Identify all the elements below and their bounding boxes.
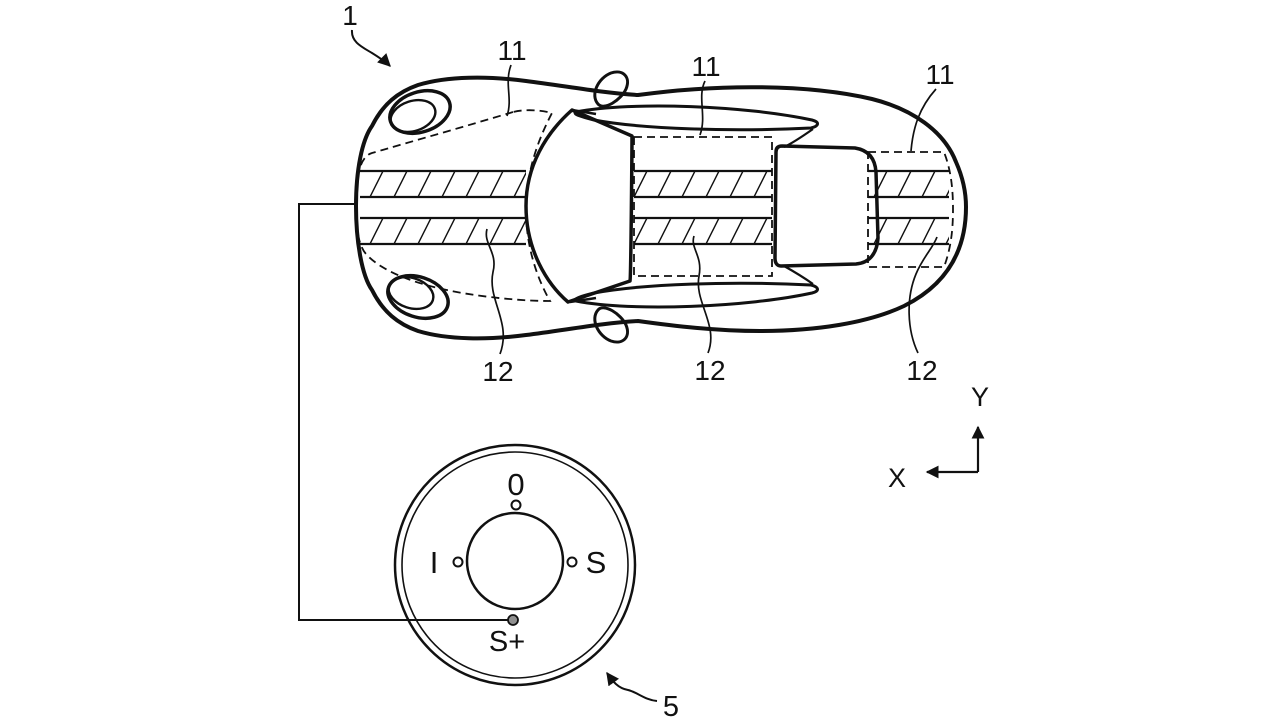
ref-leader-stripe-middle (692, 235, 712, 354)
stripe-rear-top (868, 171, 949, 197)
quarter-line-bottom (783, 265, 814, 285)
dial-dot-position-0 (510, 499, 522, 511)
axis-label-y: Y (971, 382, 989, 412)
stripe-borders (360, 169, 949, 246)
dial-dot-position-splus-active (507, 614, 519, 626)
ref-arrow-rotary-switch (606, 671, 658, 702)
dial-dot-position-i (452, 556, 464, 568)
dial-position-label-0: 0 (507, 467, 524, 502)
headlight-front-left (388, 88, 452, 136)
light-strip-region-rear-dashed (867, 151, 954, 268)
coordinate-axes: X Y (888, 382, 989, 493)
ref-leader-region-middle (699, 80, 706, 136)
stripe-rear-bottom (868, 218, 949, 244)
ref-leader-stripe-front (485, 228, 505, 355)
ref-label-region-front: 11 (497, 35, 526, 66)
ref-leader-region-rear (910, 88, 937, 152)
windshield (524, 108, 634, 304)
ref-label-stripe-front: 12 (482, 356, 513, 387)
reference-annotations: 1 11 11 11 12 12 12 5 (342, 0, 954, 720)
dial-inner-ring (401, 451, 629, 679)
side-window-top (573, 104, 819, 132)
light-strip-region-middle-dashed (633, 136, 773, 277)
headlight-front-right (386, 273, 450, 321)
side-mirror-bottom (593, 306, 629, 344)
dial-dot-position-s (566, 556, 578, 568)
ref-label-stripe-rear: 12 (906, 355, 937, 386)
ref-label-vehicle: 1 (342, 0, 358, 31)
stripe-front-bottom (360, 218, 526, 244)
dial-knob (465, 511, 565, 611)
stripe-middle-top (634, 171, 772, 197)
stripe-front-top (360, 171, 526, 197)
a-pillar-line-top (571, 108, 597, 116)
ref-label-rotary-switch: 5 (663, 691, 679, 720)
dial-outer-ring (393, 443, 637, 687)
ref-leader-stripe-rear (908, 236, 938, 354)
stripe-middle-bottom (634, 218, 772, 244)
hood-dashed-outline (354, 109, 554, 302)
ref-label-region-rear: 11 (925, 59, 954, 90)
ref-label-stripe-middle: 12 (694, 355, 725, 386)
engine-cover (773, 144, 880, 268)
racing-stripes (360, 169, 949, 246)
dial-position-label-i: I (430, 545, 439, 580)
vehicle-top-view (354, 70, 968, 344)
switch-to-vehicle-wire (298, 203, 508, 621)
ref-arrow-vehicle (350, 29, 391, 67)
rotary-switch-dial: 0 I S S+ (393, 443, 637, 687)
quarter-line-top (783, 128, 814, 149)
dial-position-label-s: S (586, 545, 607, 580)
side-window-bottom (573, 281, 819, 309)
side-mirror-top (593, 70, 629, 108)
car-body-outline (354, 75, 968, 341)
axis-label-x: X (888, 463, 906, 493)
ref-leader-region-front (506, 64, 512, 117)
ref-label-region-middle: 11 (691, 51, 720, 82)
dial-position-label-splus: S+ (489, 626, 525, 658)
a-pillar-line-bottom (569, 296, 597, 304)
